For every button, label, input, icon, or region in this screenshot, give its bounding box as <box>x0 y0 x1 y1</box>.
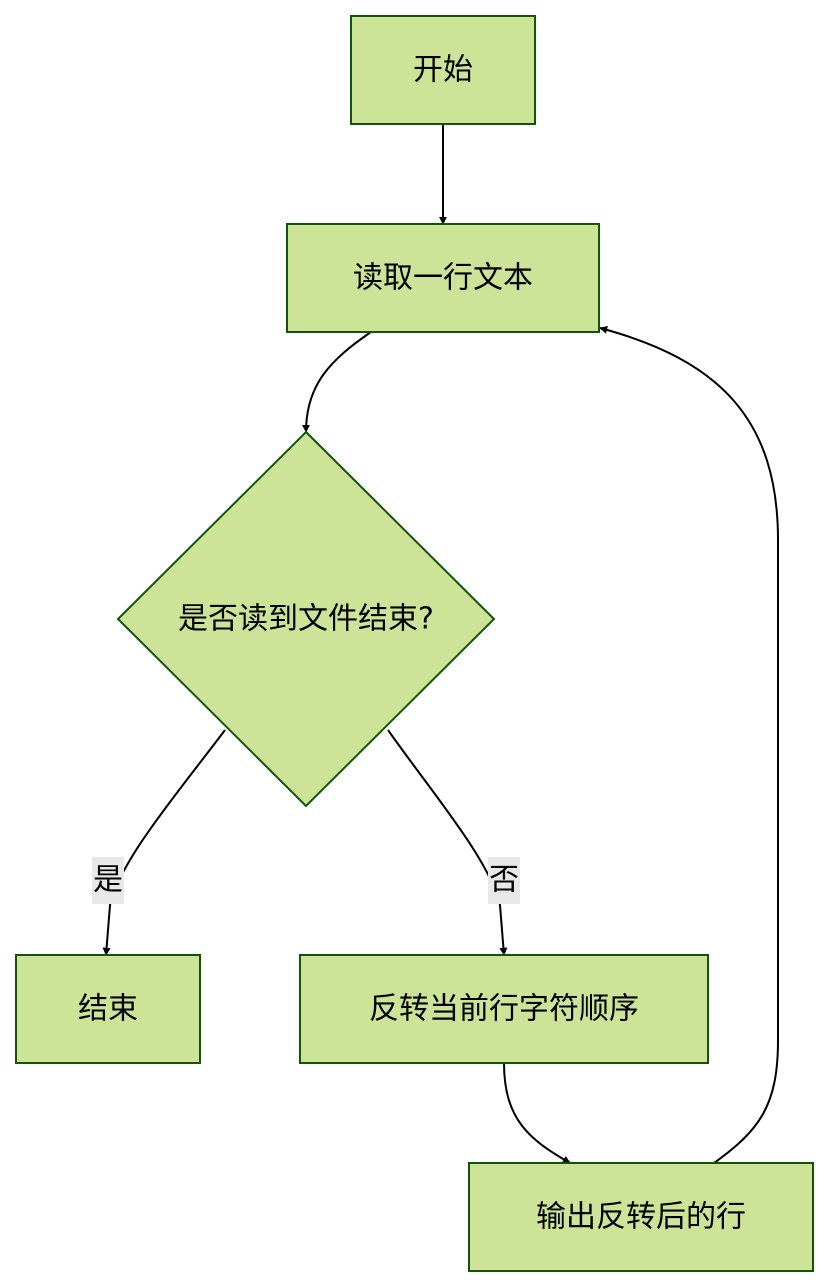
node-eof-check: 是否读到文件结束? <box>116 430 496 808</box>
svg-text:否: 否 <box>489 863 519 898</box>
node-output: 输出反转后的行 <box>468 1162 814 1272</box>
node-start: 开始 <box>350 15 536 125</box>
edge-check-to-end <box>102 729 226 956</box>
node-end-label: 结束 <box>78 992 138 1027</box>
node-output-label: 输出反转后的行 <box>536 1200 746 1235</box>
node-end: 结束 <box>15 954 201 1064</box>
svg-text:是: 是 <box>93 863 123 898</box>
node-reverse-label: 反转当前行字符顺序 <box>369 992 639 1027</box>
edge-label-no: 否 <box>488 857 520 904</box>
node-read-line-label: 读取一行文本 <box>353 261 533 296</box>
node-reverse: 反转当前行字符顺序 <box>299 954 709 1064</box>
edge-label-yes: 是 <box>92 857 124 904</box>
edge-reverse-to-output <box>503 1062 571 1164</box>
edge-read-to-check <box>302 331 372 433</box>
node-eof-check-label: 是否读到文件结束? <box>178 602 434 637</box>
edge-output-to-read <box>599 325 779 1164</box>
node-read-line: 读取一行文本 <box>286 223 600 333</box>
node-start-label: 开始 <box>413 53 473 88</box>
edge-check-to-reverse <box>387 729 508 956</box>
